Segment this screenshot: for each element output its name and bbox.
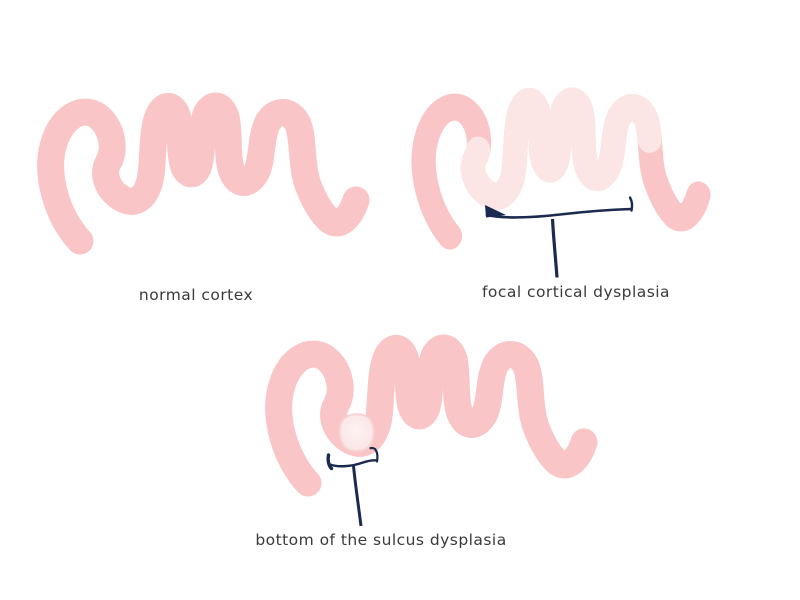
focal-bracket-stem <box>550 218 559 278</box>
focal-annotation-bracket <box>485 196 634 278</box>
figure-normal-cortex: normal cortex <box>51 106 356 304</box>
figure-focal-cortical-dysplasia: focal cortical dysplasia <box>424 101 699 301</box>
bottom-bracket-left-tick <box>326 453 334 471</box>
focal-bracket-left-wedge <box>485 205 506 218</box>
label-bottom-of-sulcus-dysplasia: bottom of the sulcus dysplasia <box>255 531 506 549</box>
normal-cortex-squiggle <box>51 106 356 241</box>
focal-bracket-right-tick <box>628 196 634 212</box>
bottom-bracket-right-tick <box>369 446 379 463</box>
figure-bottom-of-sulcus-dysplasia: bottom of the sulcus dysplasia <box>255 348 584 549</box>
bottom-bracket-line <box>328 459 379 468</box>
label-normal-cortex: normal cortex <box>139 286 253 304</box>
bottom-sulcus-annotation-bracket <box>326 446 379 527</box>
label-focal-cortical-dysplasia: focal cortical dysplasia <box>482 283 670 301</box>
focal-bracket-line <box>485 207 633 219</box>
bottom-sulcus-cortex-squiggle <box>279 348 584 483</box>
bottom-bracket-stem <box>352 465 363 527</box>
bottom-sulcus-dysplasia-blob <box>338 413 375 453</box>
